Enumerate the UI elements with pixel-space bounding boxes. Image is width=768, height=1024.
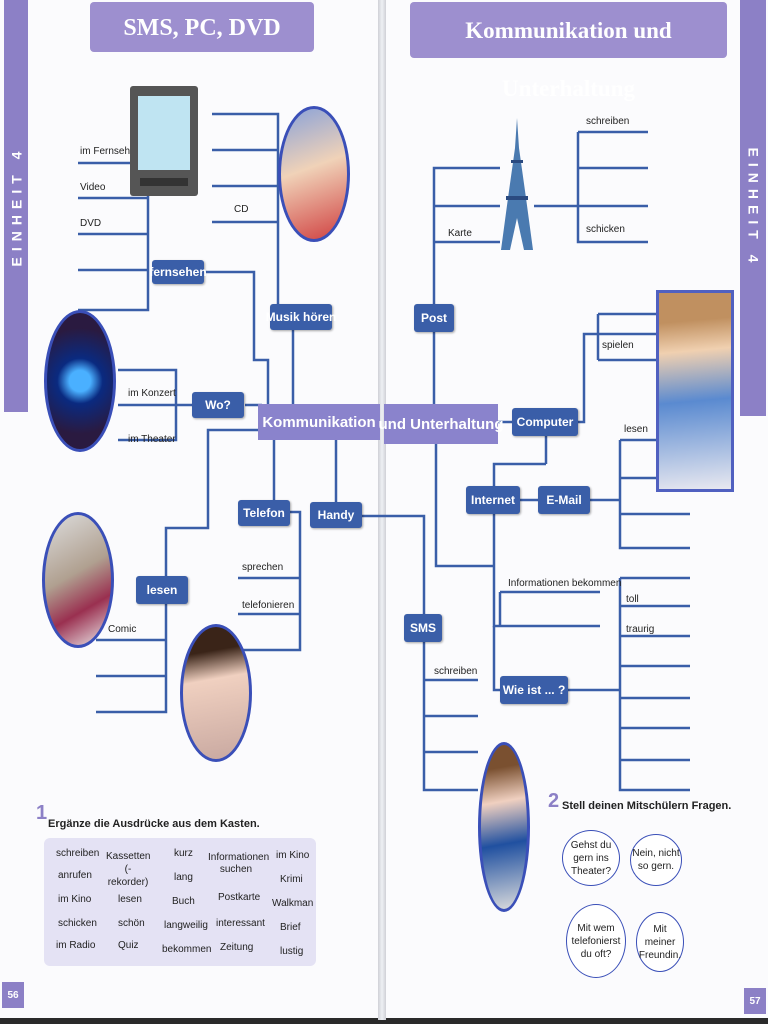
word-box-item: im Radio bbox=[56, 940, 96, 951]
speech-bubble: Nein, nicht so gern. bbox=[630, 834, 682, 886]
node-handy: Handy bbox=[310, 502, 362, 528]
boy-computer-photo bbox=[656, 290, 734, 492]
girl-mobile-photo bbox=[478, 742, 530, 912]
word-box-item: interessant bbox=[216, 918, 265, 929]
left-page-title: SMS, PC, DVD bbox=[90, 2, 314, 52]
word-box-item: im Kino bbox=[276, 850, 310, 861]
node-computer: Computer bbox=[512, 408, 578, 436]
node-internet: Internet bbox=[466, 486, 520, 514]
page-number-left: 56 bbox=[2, 982, 24, 1008]
label-lesen-computer: lesen bbox=[624, 424, 648, 435]
word-box-item: lesen bbox=[118, 894, 142, 905]
word-box-item: langweilig bbox=[164, 920, 208, 931]
node-wie-ist: Wie ist ... ? bbox=[500, 676, 568, 704]
label-schreiben-sms: schreiben bbox=[434, 666, 478, 677]
word-box-item: im Kino bbox=[58, 894, 92, 905]
exercise-2-number: 2 bbox=[548, 790, 560, 812]
label-telefonieren: telefonieren bbox=[242, 600, 295, 611]
label-im-theater: im Theater bbox=[128, 434, 176, 445]
label-toll: toll bbox=[626, 594, 639, 605]
page-number-right: 57 bbox=[744, 988, 766, 1014]
word-box-item: kurz bbox=[174, 848, 193, 859]
word-box-item: bekommen bbox=[162, 944, 212, 955]
label-sprechen: sprechen bbox=[242, 562, 284, 573]
book-gutter bbox=[378, 0, 386, 1020]
node-email: E-Mail bbox=[538, 486, 590, 514]
word-box-item: schön bbox=[118, 918, 145, 929]
word-box bbox=[44, 838, 316, 966]
label-spielen: spielen bbox=[602, 340, 634, 351]
label-karte: Karte bbox=[448, 228, 472, 239]
girl-headphones-photo bbox=[278, 106, 350, 242]
word-box-item: Zeitung bbox=[220, 942, 254, 953]
word-box-item: Informationen suchen bbox=[208, 852, 270, 875]
node-telefon: Telefon bbox=[238, 500, 290, 526]
speech-bubble: Mit wem telefonierst du oft? bbox=[566, 904, 626, 978]
word-box-item: Buch bbox=[172, 896, 195, 907]
right-side-tab: EINHEIT 4 bbox=[740, 0, 766, 416]
node-sms: SMS bbox=[404, 614, 442, 642]
boy-reading-photo bbox=[42, 512, 114, 648]
exercise-1-number: 1 bbox=[36, 802, 48, 824]
node-musik-hoeren: Musik hören bbox=[266, 304, 336, 330]
label-comic: Comic bbox=[108, 624, 137, 635]
label-cd: CD bbox=[234, 204, 249, 215]
word-box-item: Krimi bbox=[280, 874, 303, 885]
speech-bubble: Gehst du gern ins Theater? bbox=[562, 830, 620, 886]
word-box-item: Quiz bbox=[118, 940, 139, 951]
word-box-item: schreiben bbox=[56, 848, 100, 859]
node-wo: Wo? bbox=[192, 392, 244, 418]
word-box-item: anrufen bbox=[58, 870, 92, 881]
mindmap-center-left: Kommunikation bbox=[258, 404, 380, 440]
label-traurig: traurig bbox=[626, 624, 655, 635]
word-box-item: lustig bbox=[280, 946, 304, 957]
node-post: Post bbox=[414, 304, 454, 332]
exercise-1-title: Ergänze die Ausdrücke aus dem Kasten. bbox=[48, 818, 260, 830]
eiffel-tower-image bbox=[501, 118, 533, 250]
concert-hall-photo bbox=[44, 310, 116, 452]
right-page-title: Kommunikation und Unterhaltung bbox=[410, 2, 727, 101]
mindmap-center-right: und Unterhaltung bbox=[379, 404, 504, 444]
label-video: Video bbox=[80, 182, 106, 193]
left-side-tab: EINHEIT 4 bbox=[4, 0, 28, 412]
label-im-fernsehen: im Fernsehen bbox=[80, 146, 142, 157]
word-box-item: Brief bbox=[280, 922, 301, 933]
label-schicken: schicken bbox=[586, 224, 625, 235]
exercise-2-title: Stell deinen Mitschülern Fragen. bbox=[562, 800, 732, 812]
speech-bubble: Mit meiner Freundin. bbox=[636, 912, 684, 972]
word-box-item: Walkman bbox=[272, 898, 314, 909]
label-schreiben-post: schreiben bbox=[586, 116, 630, 127]
word-box-item: Postkarte bbox=[218, 892, 261, 903]
word-box-item: Kassetten (-rekorder) bbox=[106, 851, 151, 888]
node-fernsehen: fernsehen bbox=[149, 260, 207, 284]
word-box-item: schicken bbox=[58, 918, 97, 929]
label-informationen-bekommen: Informationen bekommen bbox=[508, 578, 622, 589]
word-box-item: lang bbox=[174, 872, 193, 883]
label-im-konzert: im Konzert bbox=[128, 388, 176, 399]
node-lesen: lesen bbox=[136, 576, 188, 604]
television-image bbox=[130, 86, 198, 198]
label-dvd: DVD bbox=[80, 218, 102, 229]
girl-telephone-photo bbox=[180, 624, 252, 762]
